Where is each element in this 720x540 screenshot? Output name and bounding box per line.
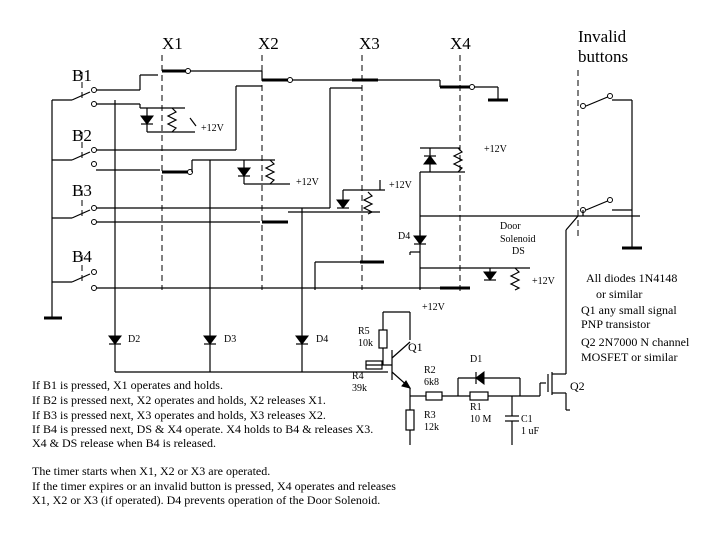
label-b3: B3 (72, 181, 92, 200)
note-q2-2: MOSFET or similar (581, 350, 677, 364)
label-r1-value: 10 M (470, 414, 492, 425)
description-line: X1, X2 or X3 (if operated). D4 prevents … (32, 493, 380, 507)
label-c1-value: 1 uF (521, 426, 540, 437)
diagram-labels: X1 X2 X3 X4 B1 B2 B3 B4 Invalid buttons … (72, 27, 628, 437)
diode-rail (108, 100, 388, 373)
label-b2: B2 (72, 126, 92, 145)
label-x1: X1 (162, 34, 183, 53)
label-invalid-2: buttons (578, 47, 628, 66)
label-r4-value: 39k (352, 383, 367, 394)
label-r5: R5 (358, 326, 370, 337)
note-q1: Q1 any small signal (581, 303, 677, 317)
label-invalid-1: Invalid (578, 27, 627, 46)
label-d1: D1 (470, 354, 482, 365)
label-v12-c: +12V (296, 177, 320, 188)
description-line: If B3 is pressed next, X3 operates and h… (32, 408, 326, 422)
label-d4-bottom: D4 (316, 334, 328, 345)
label-x3: X3 (359, 34, 380, 53)
label-x2: X2 (258, 34, 279, 53)
label-r3: R3 (424, 410, 436, 421)
description-line: If B2 is pressed next, X2 operates and h… (32, 393, 326, 407)
r3-resistor (405, 409, 415, 431)
description-line: If the timer expires or an invalid butto… (32, 479, 396, 493)
label-r3-value: 12k (424, 422, 439, 433)
component-notes: All diodes 1N4148 or similar Q1 any smal… (581, 271, 690, 364)
description-line: If B1 is pressed, X1 operates and holds. (32, 378, 223, 392)
x3-coil (96, 87, 385, 224)
description-line: X4 & DS release when B4 is released. (32, 436, 216, 450)
label-r2: R2 (424, 365, 436, 376)
relay-columns (161, 55, 579, 295)
label-door-1: Door (500, 221, 521, 232)
label-b4: B4 (72, 247, 92, 266)
r1-resistor (469, 391, 489, 401)
invalid-buttons (580, 93, 642, 250)
label-d2: D2 (128, 334, 140, 345)
label-door-3: DS (512, 246, 525, 257)
label-x4: X4 (450, 34, 471, 53)
r4-resistor (365, 360, 383, 370)
label-v12-a: +12V (201, 123, 225, 134)
label-d3: D3 (224, 334, 236, 345)
label-q1: Q1 (408, 340, 423, 354)
note-diodes: All diodes 1N4148 (586, 271, 677, 285)
timer-circuit (365, 215, 579, 445)
description-line: The timer starts when X1, X2 or X3 are o… (32, 464, 270, 478)
x4-ds-branch (96, 147, 640, 291)
label-d4-top: D4 (398, 231, 410, 242)
label-r2-value: 6k8 (424, 377, 439, 388)
x1-coil (96, 103, 197, 133)
relay-contact-chain (96, 68, 508, 102)
label-q2: Q2 (570, 379, 585, 393)
label-v12-b: +12V (484, 144, 508, 155)
r5-resistor (378, 329, 388, 349)
label-r5-value: 10k (358, 338, 373, 349)
d1-diode (475, 371, 485, 385)
label-v12-e: +12V (532, 276, 556, 287)
description-line: If B4 is pressed next, DS & X4 operate. … (32, 422, 373, 436)
label-r1: R1 (470, 402, 482, 413)
description: If B1 is pressed, X1 operates and holds.… (32, 378, 396, 507)
note-q1-2: PNP transistor (581, 317, 650, 331)
label-c1: C1 (521, 414, 533, 425)
r2-resistor (425, 391, 443, 401)
label-b1: B1 (72, 66, 92, 85)
note-diodes-2: or similar (596, 287, 642, 301)
label-door-2: Solenoid (500, 234, 536, 245)
label-r4: R4 (352, 371, 364, 382)
label-v12-d: +12V (389, 180, 413, 191)
label-v12-f: +12V (422, 302, 446, 313)
x2-coil (96, 85, 290, 185)
note-q2: Q2 2N7000 N channel (581, 335, 690, 349)
